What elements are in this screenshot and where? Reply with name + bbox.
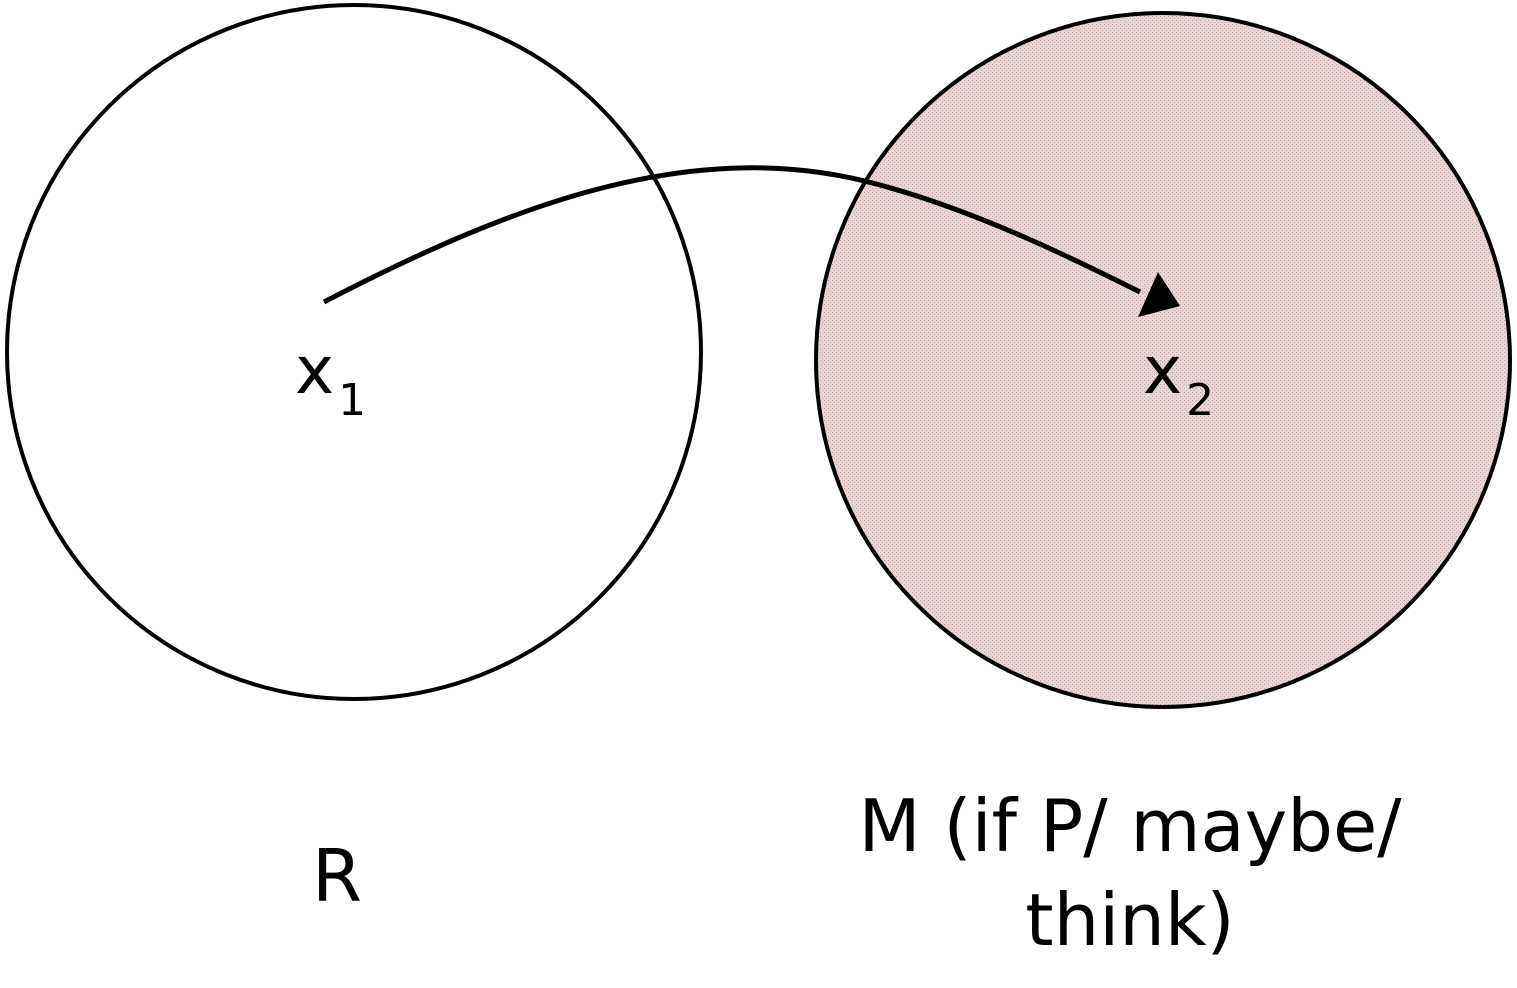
point-x2-subscript: 2 [1186, 375, 1215, 426]
point-x2-label: x2 [1143, 338, 1214, 423]
set-r-caption: R [312, 830, 362, 924]
set-r-name: R [312, 834, 363, 918]
arrowhead-icon [1138, 272, 1180, 317]
point-x1-symbol: x [295, 332, 335, 409]
set-m-caption-line2: think) [1025, 877, 1235, 962]
point-x1-subscript: 1 [338, 375, 367, 426]
set-m-caption: M (if P/ maybe/ think) [825, 780, 1435, 967]
point-x1-label: x1 [295, 338, 366, 423]
set-r-circle [5, 3, 703, 701]
set-m-caption-line1: M (if P/ maybe/ [858, 784, 1402, 868]
mapping-arrow [322, 165, 1142, 305]
set-m-circle [814, 11, 1512, 709]
point-x2-symbol: x [1143, 332, 1183, 409]
